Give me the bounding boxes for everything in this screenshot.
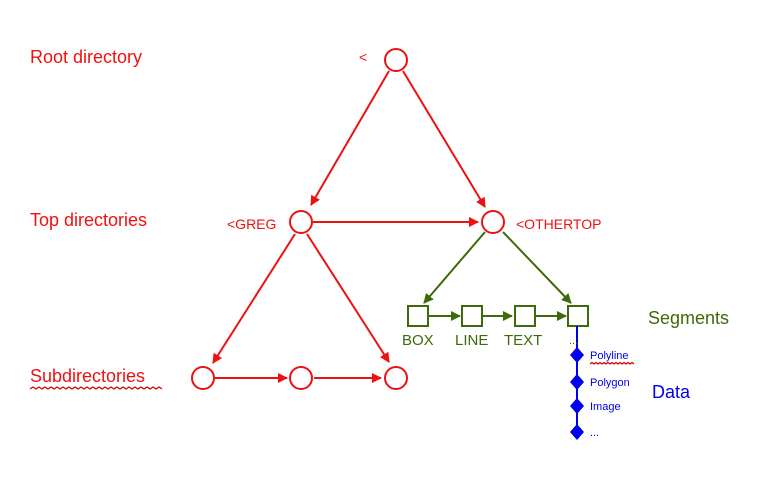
- data-label-more: ...: [590, 427, 599, 439]
- othertop-node: [481, 210, 505, 234]
- segment-label-box: BOX: [402, 332, 434, 349]
- segment-node-line: [461, 305, 483, 327]
- directory-nodes: [191, 48, 505, 390]
- greg-node: [289, 210, 313, 234]
- subdir-node-3: [384, 366, 408, 390]
- segment-nodes: [407, 305, 589, 327]
- data-marker-image: [570, 398, 584, 414]
- greg-node-label: <GREG: [227, 216, 276, 232]
- data-title: Data: [652, 382, 691, 402]
- root-directory-label: Root directory: [30, 47, 142, 67]
- data-label-polyline: Polyline: [590, 350, 629, 362]
- data-marker-polygon: [570, 374, 584, 390]
- root-node: [384, 48, 408, 72]
- segment-node-more: [567, 305, 589, 327]
- segment-label-text: TEXT: [504, 332, 542, 349]
- segment-label-line: LINE: [455, 332, 488, 349]
- data-marker-polyline: [570, 347, 584, 363]
- segment-label-more: ...: [569, 335, 578, 347]
- subdir-node-2: [289, 366, 313, 390]
- edge-greg-sub3: [306, 233, 390, 363]
- othertop-node-label: <OTHERTOP: [516, 216, 601, 232]
- edge-root-greg: [310, 70, 390, 206]
- edge-greg-sub1: [212, 233, 296, 364]
- data-chain: [570, 326, 584, 440]
- polyline-spellcheck-underline: [589, 361, 635, 365]
- segment-edges: [423, 231, 572, 321]
- edge-othertop-box: [423, 231, 486, 304]
- edge-othertop-last-segment: [502, 231, 572, 304]
- data-marker-more: [570, 424, 584, 440]
- subdirectories-spellcheck-underline: [29, 386, 163, 390]
- root-node-label: <: [359, 49, 367, 65]
- edge-root-othertop: [402, 70, 486, 208]
- subdir-node-1: [191, 366, 215, 390]
- data-label-polygon: Polygon: [590, 377, 630, 389]
- subdirectories-label: Subdirectories: [30, 366, 145, 386]
- data-label-image: Image: [590, 401, 621, 413]
- segments-title: Segments: [648, 308, 729, 328]
- directory-edges: [212, 70, 486, 383]
- segment-node-box: [407, 305, 429, 327]
- top-directories-label: Top directories: [30, 210, 147, 230]
- segment-node-text: [514, 305, 536, 327]
